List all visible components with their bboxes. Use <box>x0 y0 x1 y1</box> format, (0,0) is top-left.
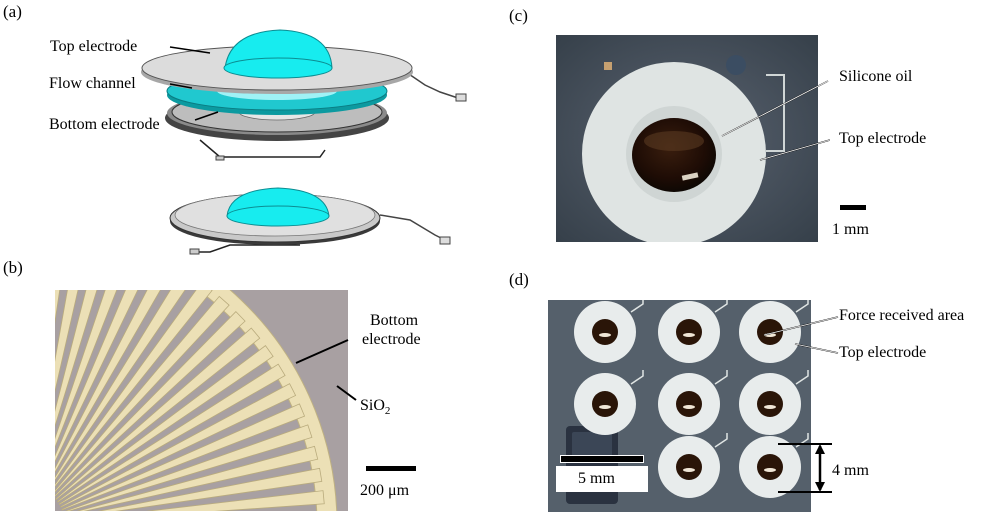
scale-label-d: 5 mm <box>578 470 615 487</box>
electrode-finger <box>61 403 306 511</box>
callout-b-bottom-electrode-1: Bottom <box>370 312 419 329</box>
callout-a-top-electrode: Top electrode <box>50 38 138 55</box>
callout-c-silicone-oil: Silicone oil <box>839 68 913 85</box>
scale-label-c: 1 mm <box>832 221 869 238</box>
panel-c-photo <box>556 35 818 242</box>
top-electrode-drawing <box>141 29 467 102</box>
electrode-finger <box>64 424 313 511</box>
electrode-outer-ring <box>197 290 338 511</box>
panel-a-label: (a) <box>3 2 22 21</box>
scale-label-b: 200 μm <box>360 482 410 499</box>
callout-d-top-electrode: Top electrode <box>839 344 927 361</box>
electrode-finger <box>55 290 186 481</box>
panel-d-leaders <box>760 308 840 368</box>
pitch-label-d: 4 mm <box>832 462 869 479</box>
callout-d-force-area: Force received area <box>839 307 965 324</box>
panel-c-label: (c) <box>509 6 528 25</box>
electrode-finger <box>59 383 297 508</box>
callout-a-bottom-electrode: Bottom electrode <box>49 116 160 133</box>
electrode-finger <box>55 290 98 428</box>
panel-c-leaders <box>660 78 830 168</box>
sensor-cell <box>574 300 644 363</box>
electrode-finger <box>55 290 213 488</box>
sio2-subscript: 2 <box>384 405 391 418</box>
pitch-indicator-d <box>770 440 840 500</box>
electrode-finger <box>97 467 323 511</box>
sio2-base: SiO <box>360 397 385 414</box>
electrode-finger <box>55 290 79 393</box>
callout-b-sio2: SiO2 <box>360 397 390 417</box>
sensor-cell <box>574 370 644 435</box>
electrode-finger <box>55 311 246 498</box>
assembled-device-drawing <box>169 187 451 255</box>
panel-b-label: (b) <box>3 258 23 277</box>
electrode-finger <box>145 490 325 511</box>
panel-b-micrograph <box>55 290 348 511</box>
scale-label-d-bg <box>556 466 648 492</box>
callout-a-flow-channel: Flow channel <box>49 75 136 92</box>
electrode-finger <box>76 445 319 511</box>
scale-bar-c <box>840 205 866 210</box>
sensor-cell <box>739 433 809 498</box>
panel-b-leaders <box>290 330 370 420</box>
electrode-finger <box>56 345 274 503</box>
panel-d-photo <box>548 300 811 512</box>
sensor-cell <box>658 433 728 498</box>
electrode-finger <box>55 290 139 463</box>
callout-b-bottom-electrode-2: electrode <box>362 331 421 348</box>
scale-bar-d <box>560 455 644 463</box>
sensor-cell <box>658 370 728 435</box>
sensor-cell <box>658 300 728 363</box>
electrode-finger <box>58 363 286 506</box>
panel-a-schematic <box>140 20 470 260</box>
electrode-finger <box>55 290 161 473</box>
electrode-finger <box>55 290 118 449</box>
scale-bar-b <box>366 466 416 471</box>
panel-d-label: (d) <box>509 270 529 289</box>
sensor-cell <box>739 300 809 363</box>
electrode-finger <box>55 290 61 325</box>
electrode-finger <box>55 295 230 493</box>
callout-c-top-electrode: Top electrode <box>839 130 927 147</box>
electrode-finger <box>55 327 261 501</box>
sensor-cell <box>739 370 809 435</box>
